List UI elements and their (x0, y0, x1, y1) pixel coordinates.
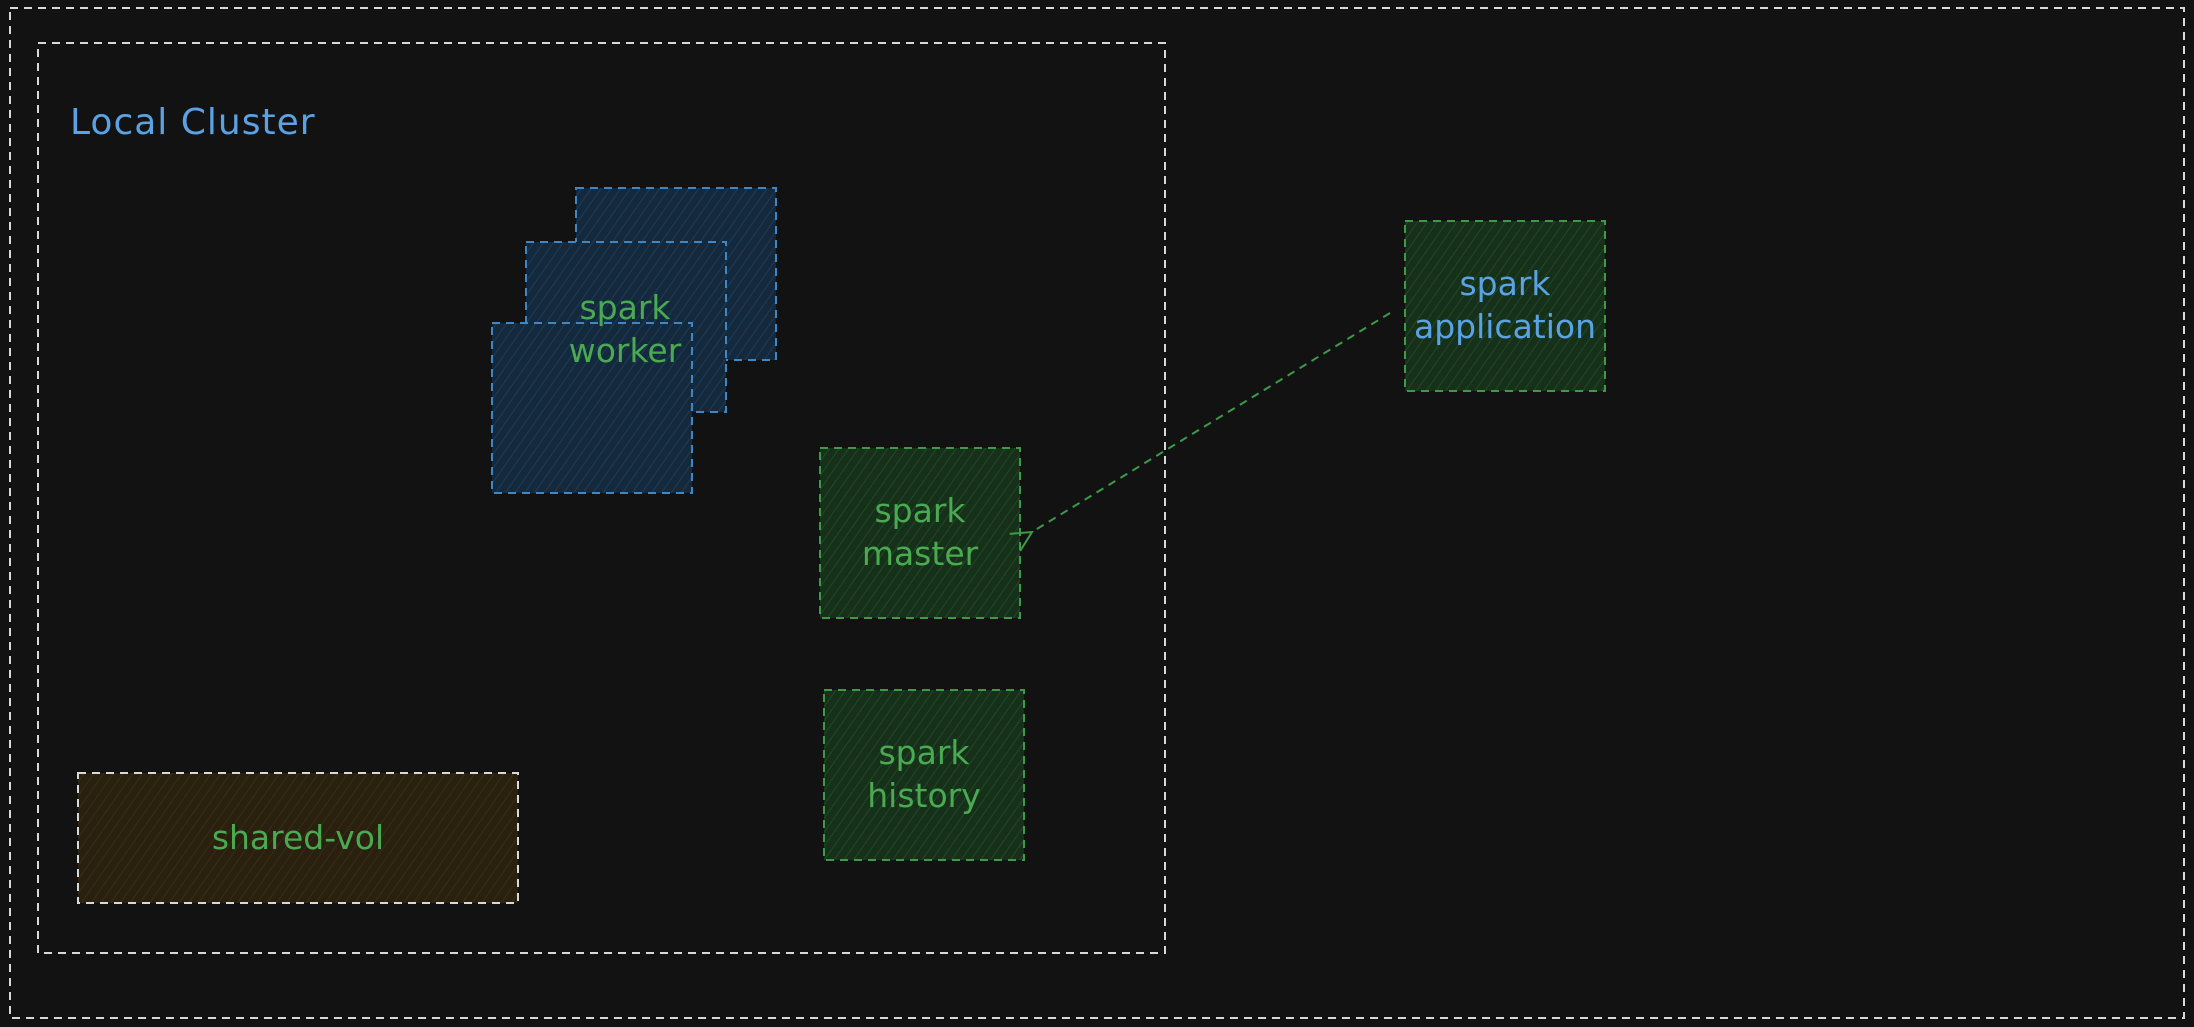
spark-master-label: spark master (861, 491, 979, 573)
outer-frame (9, 7, 2185, 1019)
spark-application-box[interactable] (1404, 220, 1606, 392)
spark-worker-label: spark worker (568, 288, 682, 370)
spark-application-label: spark application (1413, 264, 1597, 346)
spark-history-label: spark history (867, 733, 981, 815)
application-to-master-arrow (1032, 312, 1391, 532)
shared-vol-label: shared-vol (211, 817, 385, 857)
spark-worker-box-front[interactable] (491, 322, 693, 494)
spark-history-box[interactable] (823, 689, 1025, 861)
cluster-title: Local Cluster (70, 102, 316, 143)
shared-vol-box[interactable] (77, 772, 519, 904)
spark-master-box[interactable] (819, 447, 1021, 619)
local-cluster-frame (37, 42, 1166, 954)
